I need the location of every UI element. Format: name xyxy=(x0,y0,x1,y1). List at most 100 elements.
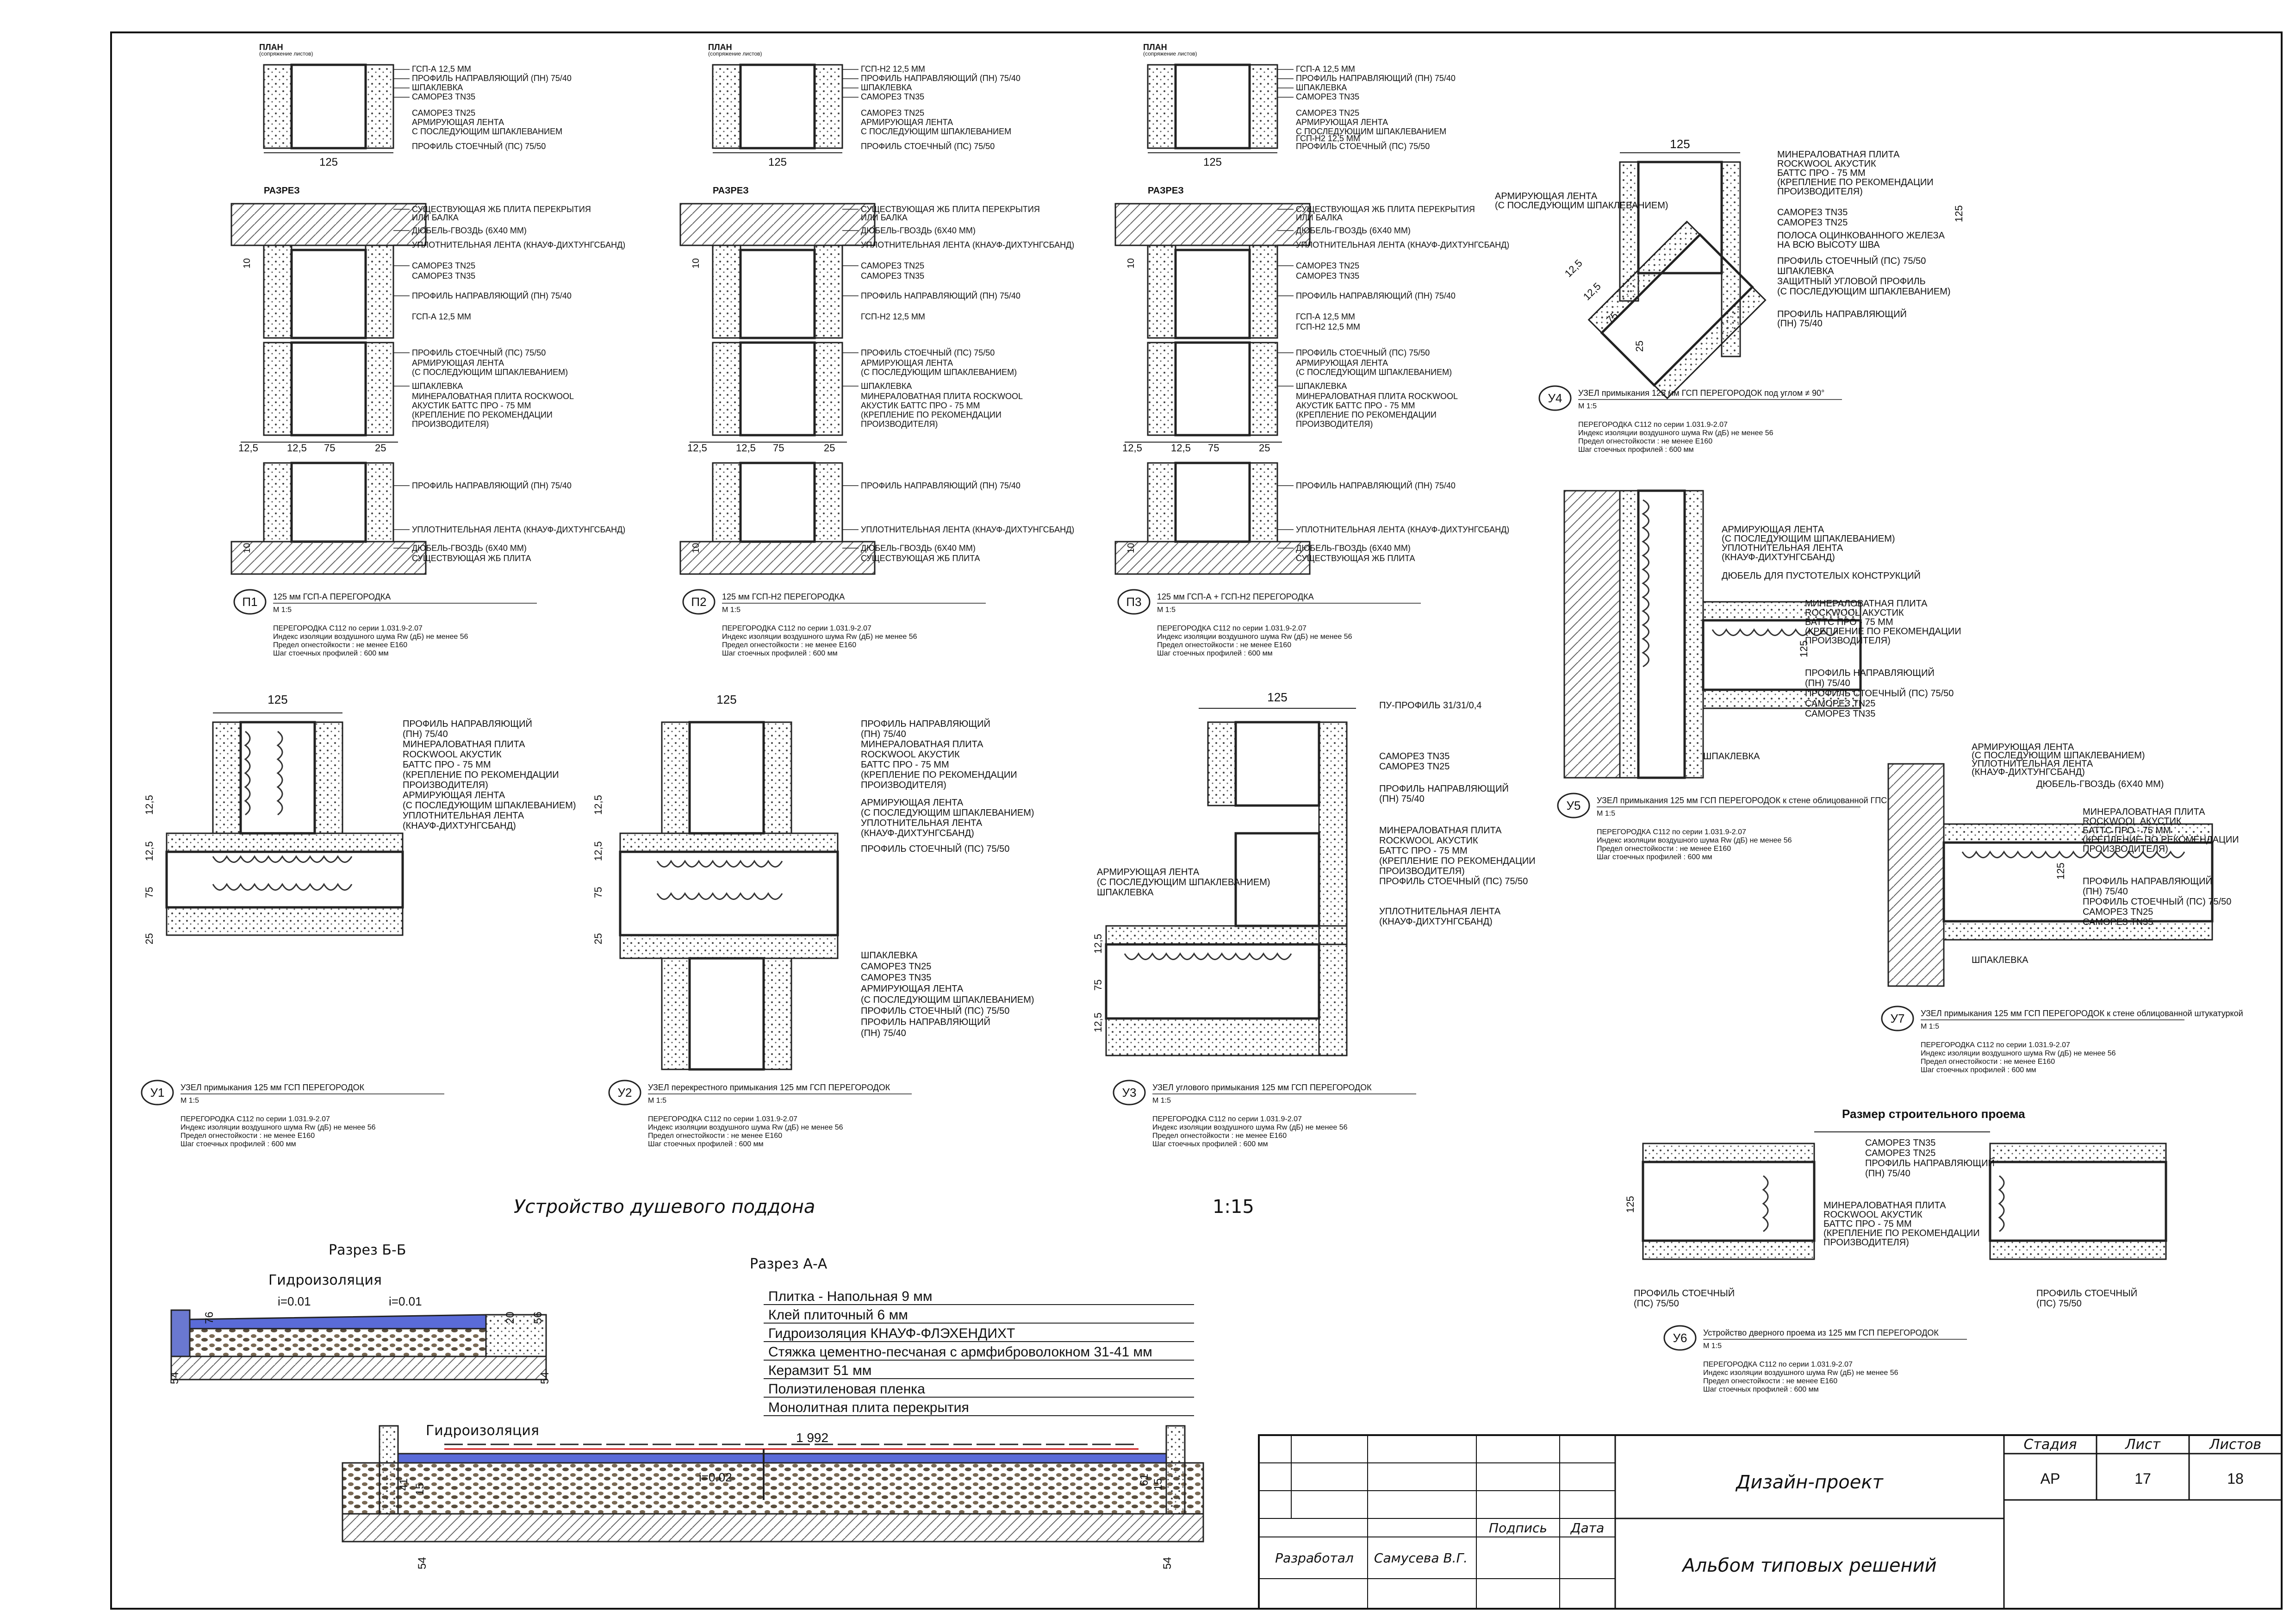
annotation-text: СУЩЕСТВУЮЩАЯ ЖБ ПЛИТА xyxy=(1296,554,1415,563)
dim-text: 56 xyxy=(532,1312,544,1324)
annotation-text: (ПН) 75/40 xyxy=(1777,319,1823,329)
spec-text: Предел огнестойкости : не менее Е160 xyxy=(180,1132,315,1140)
annotation-text: ДЮБЕЛЬ ДЛЯ ПУСТОТЕЛЫХ КОНСТРУКЦИЙ xyxy=(1722,570,1921,581)
annotation-text: ПРОФИЛЬ СТОЕЧНЫЙ (ПС) 75/50 xyxy=(861,141,995,151)
plan-sub-label: (сопряжение листов) xyxy=(1143,50,1197,57)
dim-text: 10 xyxy=(691,543,701,553)
annotation-text: ДЮБЕЛЬ-ГВОЗДЬ (6Х40 ММ) xyxy=(861,543,976,553)
node-scale: М 1:5 xyxy=(1578,402,1597,410)
drawing-shape xyxy=(814,64,843,149)
annotation-text: ROCKWOOL АКУСТИК xyxy=(861,750,960,760)
annotation-text: АРМИРУЮЩАЯ ЛЕНТА xyxy=(1495,191,1598,201)
drawing-shape xyxy=(814,462,843,543)
spec-text: Предел огнестойкости : не менее Е160 xyxy=(1921,1058,2055,1066)
drawing-shape xyxy=(1174,341,1251,437)
spec-text: Шаг стоечных профилей : 600 мм xyxy=(1157,650,1273,657)
dim-text: 125 xyxy=(716,693,736,706)
annotation-text: ПРОИЗВОДИТЕЛЯ) xyxy=(1777,187,1863,197)
spec-text: Индекс изоляции воздушного шума Rw (дБ) … xyxy=(722,633,917,641)
node-id: П2 xyxy=(691,595,706,609)
annotation-text: САМОРЕЗ TN25 xyxy=(412,261,475,270)
annotation-text: ПРОФИЛЬ НАПРАВЛЯЮЩИЙ (ПН) 75/40 xyxy=(861,481,1020,490)
annotation-text: ПРОФИЛЬ НАПРАВЛЯЮЩИЙ (ПН) 75/40 xyxy=(412,73,572,83)
spec-text: Предел огнестойкости : не менее Е160 xyxy=(1157,641,1291,649)
sheet-header: Лист xyxy=(2125,1437,2161,1453)
annotation-text: МИНЕРАЛОВАТНАЯ ПЛИТА xyxy=(1379,825,1502,836)
node-scale: М 1:5 xyxy=(1921,1023,1939,1031)
dim-text: 54 xyxy=(1161,1557,1174,1569)
length-dim: 1 992 xyxy=(796,1430,828,1445)
drawing-shape xyxy=(1147,64,1176,149)
annotation-text: ГСП-А 12,5 ММ xyxy=(1296,312,1355,321)
node-marker xyxy=(141,1080,174,1106)
dim-text: 76 xyxy=(203,1312,216,1324)
annotation-text: ГСП-Н2 12,5 ММ xyxy=(861,312,925,321)
u7-labels-a: АРМИРУЮЩАЯ ЛЕНТА(С ПОСЛЕДУЮЩИМ ШПАКЛЕВАН… xyxy=(1972,742,2145,777)
drawing-shape xyxy=(1249,244,1278,339)
annotation-text: СУЩЕСТВУЮЩАЯ ЖБ ПЛИТА xyxy=(861,554,980,563)
spec-text: Индекс изоляции воздушного шума Rw (дБ) … xyxy=(1921,1049,2116,1057)
annotation-text: САМОРЕЗ TN25 xyxy=(1296,108,1359,118)
annotation-text: (С ПОСЛЕДУЮЩИМ ШПАКЛЕВАНИЕМ) xyxy=(861,808,1034,818)
annotation-text: (КНАУФ-ДИХТУНГСБАНД) xyxy=(861,828,974,838)
annotation-text: ШПАКЛЕВКА xyxy=(1296,83,1347,92)
node-id: У5 xyxy=(1567,799,1581,812)
annotation-text: МИНЕРАЛОВАТНАЯ ПЛИТА xyxy=(403,739,525,750)
layer-row: Клей плиточный 6 мм xyxy=(768,1307,908,1323)
annotation-text: (КРЕПЛЕНИЕ ПО РЕКОМЕНДАЦИИ xyxy=(1379,856,1536,866)
annotation-text: УПЛОТНИТЕЛЬНАЯ ЛЕНТА (КНАУФ-ДИХТУНГСБАНД… xyxy=(412,525,625,534)
annotation-text: ПРОФИЛЬ СТОЕЧНЫЙ (ПС) 75/50 xyxy=(1296,348,1430,357)
node-id: П3 xyxy=(1126,595,1141,609)
dim-text: 125 xyxy=(268,693,287,706)
drawing-shape xyxy=(1174,462,1251,543)
spec-text: Индекс изоляции воздушного шума Rw (дБ) … xyxy=(1597,837,1792,844)
annotation-text: (КРЕПЛЕНИЕ ПО РЕКОМЕНДАЦИИ xyxy=(2083,835,2239,845)
annotation-text: ПРОФИЛЬ НАПРАВЛЯЮЩИЙ xyxy=(2083,875,2212,887)
annotation-text: ГСП-А 12,5 ММ xyxy=(412,64,471,74)
u3-labels-d: УПЛОТНИТЕЛЬНАЯ ЛЕНТА(КНАУФ-ДИХТУНГСБАНД) xyxy=(1379,906,1501,927)
drawing-shape xyxy=(290,341,367,437)
annotation-text: ШПАКЛЕВКА xyxy=(1972,955,2028,965)
dim-text: 125 xyxy=(319,156,338,169)
dim-text: 12,5 xyxy=(238,442,258,454)
spec-text: Индекс изоляции воздушного шума Rw (дБ) … xyxy=(1157,633,1352,641)
annotation-text: ПРОФИЛЬ НАПРАВЛЯЮЩИЙ xyxy=(1379,783,1509,794)
annotation-text: СУЩЕСТВУЮЩАЯ ЖБ ПЛИТА ПЕРЕКРЫТИЯ xyxy=(1296,205,1475,214)
annotation-text: САМОРЕЗ TN25 xyxy=(1865,1148,1935,1158)
annotation-text: ГСП-Н2 12,5 ММ xyxy=(1296,134,1360,143)
annotation-text: САМОРЕЗ TN35 xyxy=(412,271,475,281)
annotation-text: (ПС) 75/50 xyxy=(2036,1299,2082,1309)
annotation-text: САМОРЕЗ TN25 xyxy=(861,962,931,972)
dim-text: 10 xyxy=(1126,258,1136,269)
node-marker xyxy=(682,589,716,615)
spec-text: Шаг стоечных профилей : 600 мм xyxy=(1578,446,1694,454)
annotation-text: САМОРЕЗ TN35 xyxy=(1865,1138,1935,1148)
u4-labels-d: ПРОФИЛЬ СТОЕЧНЫЙ (ПС) 75/50ШПАКЛЕВКАЗАЩИ… xyxy=(1777,255,1951,297)
annotation-text: МИНЕРАЛОВАТНАЯ ПЛИТА xyxy=(2083,807,2205,817)
annotation-text: ПРОИЗВОДИТЕЛЯ) xyxy=(1296,419,1373,429)
node-marker xyxy=(1113,1080,1146,1106)
annotation-text: СУЩЕСТВУЮЩАЯ ЖБ ПЛИТА ПЕРЕКРЫТИЯ xyxy=(861,205,1040,214)
dim-text: 10 xyxy=(242,543,252,553)
node-title: 125 мм ГСП-А ПЕРЕГОРОДКА xyxy=(273,592,391,601)
spec-text: Шаг стоечных профилей : 600 мм xyxy=(1703,1386,1819,1393)
spec-text: ПЕРЕГОРОДКА С112 по серии 1.031.9-2.07 xyxy=(1921,1041,2070,1049)
dim-text: 125 xyxy=(1953,205,1965,222)
annotation-text: ROCKWOOL АКУСТИК xyxy=(1777,159,1876,169)
annotation-text: ПРОФИЛЬ НАПРАВЛЯЮЩИЙ xyxy=(861,1016,990,1027)
annotation-text: (КРЕПЛЕНИЕ ПО РЕКОМЕНДАЦИИ xyxy=(1823,1228,1980,1238)
annotation-text: ROCKWOOL АКУСТИК xyxy=(403,750,502,760)
annotation-text: ПРОФИЛЬ СТОЕЧНЫЙ (ПС) 75/50 xyxy=(412,141,546,151)
node-title: УЗЕЛ примыкания 125 мм ГСП ПЕРЕГОРОДОК xyxy=(180,1083,365,1092)
node-scale: М 1:5 xyxy=(1152,1097,1171,1105)
annotation-text: ROCKWOOL АКУСТИК xyxy=(2083,816,2182,826)
annotation-text: ПРОФИЛЬ НАПРАВЛЯЮЩИЙ xyxy=(1777,308,1907,319)
dim-text: 61 xyxy=(1138,1474,1151,1486)
drawing-shape xyxy=(1249,342,1278,436)
spec-text: Индекс изоляции воздушного шума Rw (дБ) … xyxy=(1152,1124,1348,1131)
annotation-text: АРМИРУЮЩАЯ ЛЕНТА xyxy=(1097,867,1200,877)
